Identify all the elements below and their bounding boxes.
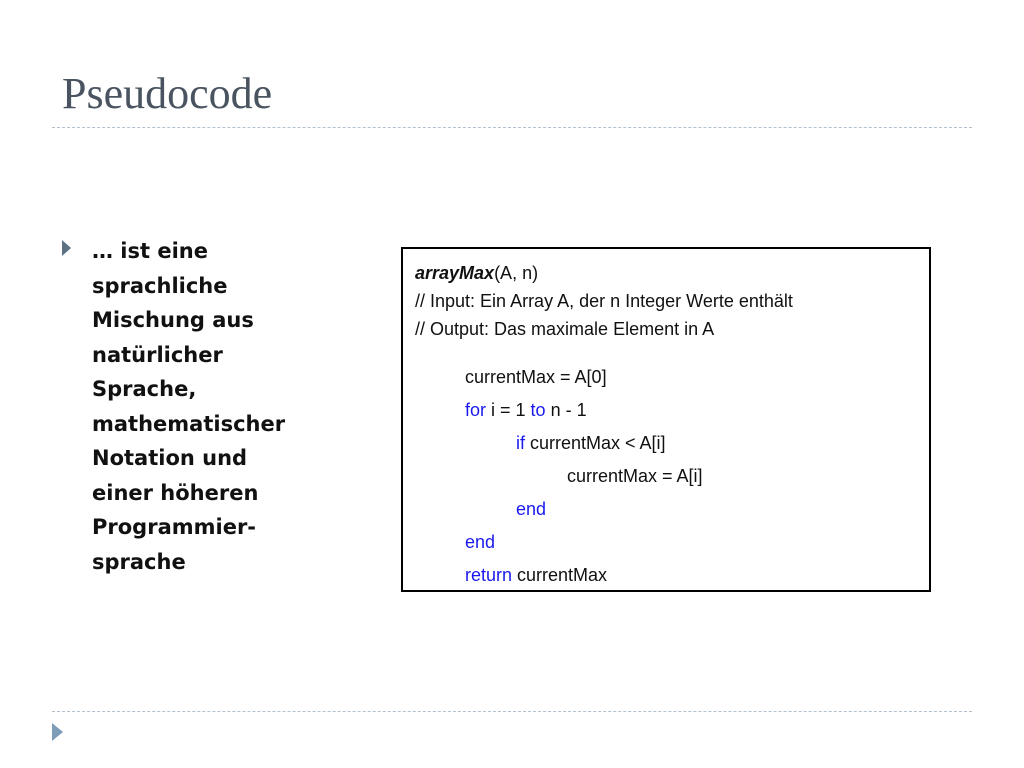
function-params: (A, n) [494,263,539,283]
code-line-4: currentMax = A[i] [567,466,703,486]
code-text: currentMax [512,565,608,585]
pseudocode-box: arrayMax(A, n) // Input: Ein Array A, de… [401,247,931,592]
bullet-text: … ist eine sprachliche Mischung aus natü… [92,239,286,574]
code-line-7: return currentMax [465,561,607,589]
footer-divider [52,711,972,712]
function-name: arrayMax [415,263,495,283]
code-header: arrayMax(A, n) // Input: Ein Array A, de… [415,259,793,343]
keyword-end-outer: end [465,532,496,552]
keyword-return: return [465,565,513,585]
bullet-triangle-icon [62,240,71,256]
code-text: i = 1 [486,400,531,420]
keyword-end-inner: end [516,499,547,519]
next-slide-triangle-icon[interactable] [52,723,63,741]
comment-output: // Output: Das maximale Element in A [415,319,715,339]
code-text: n - 1 [545,400,587,420]
keyword-for: for [465,400,487,420]
code-line-2: for i = 1 to n - 1 [465,396,587,424]
keyword-to: to [530,400,546,420]
code-line-1: currentMax = A[0] [465,367,607,387]
comment-input: // Input: Ein Array A, der n Integer Wer… [415,291,793,311]
code-text: currentMax < A[i] [525,433,666,453]
code-line-3: if currentMax < A[i] [516,429,666,457]
slide-title: Pseudocode [62,69,273,118]
title-divider [52,127,972,128]
function-signature: arrayMax(A, n) [415,259,793,287]
keyword-if: if [516,433,525,453]
